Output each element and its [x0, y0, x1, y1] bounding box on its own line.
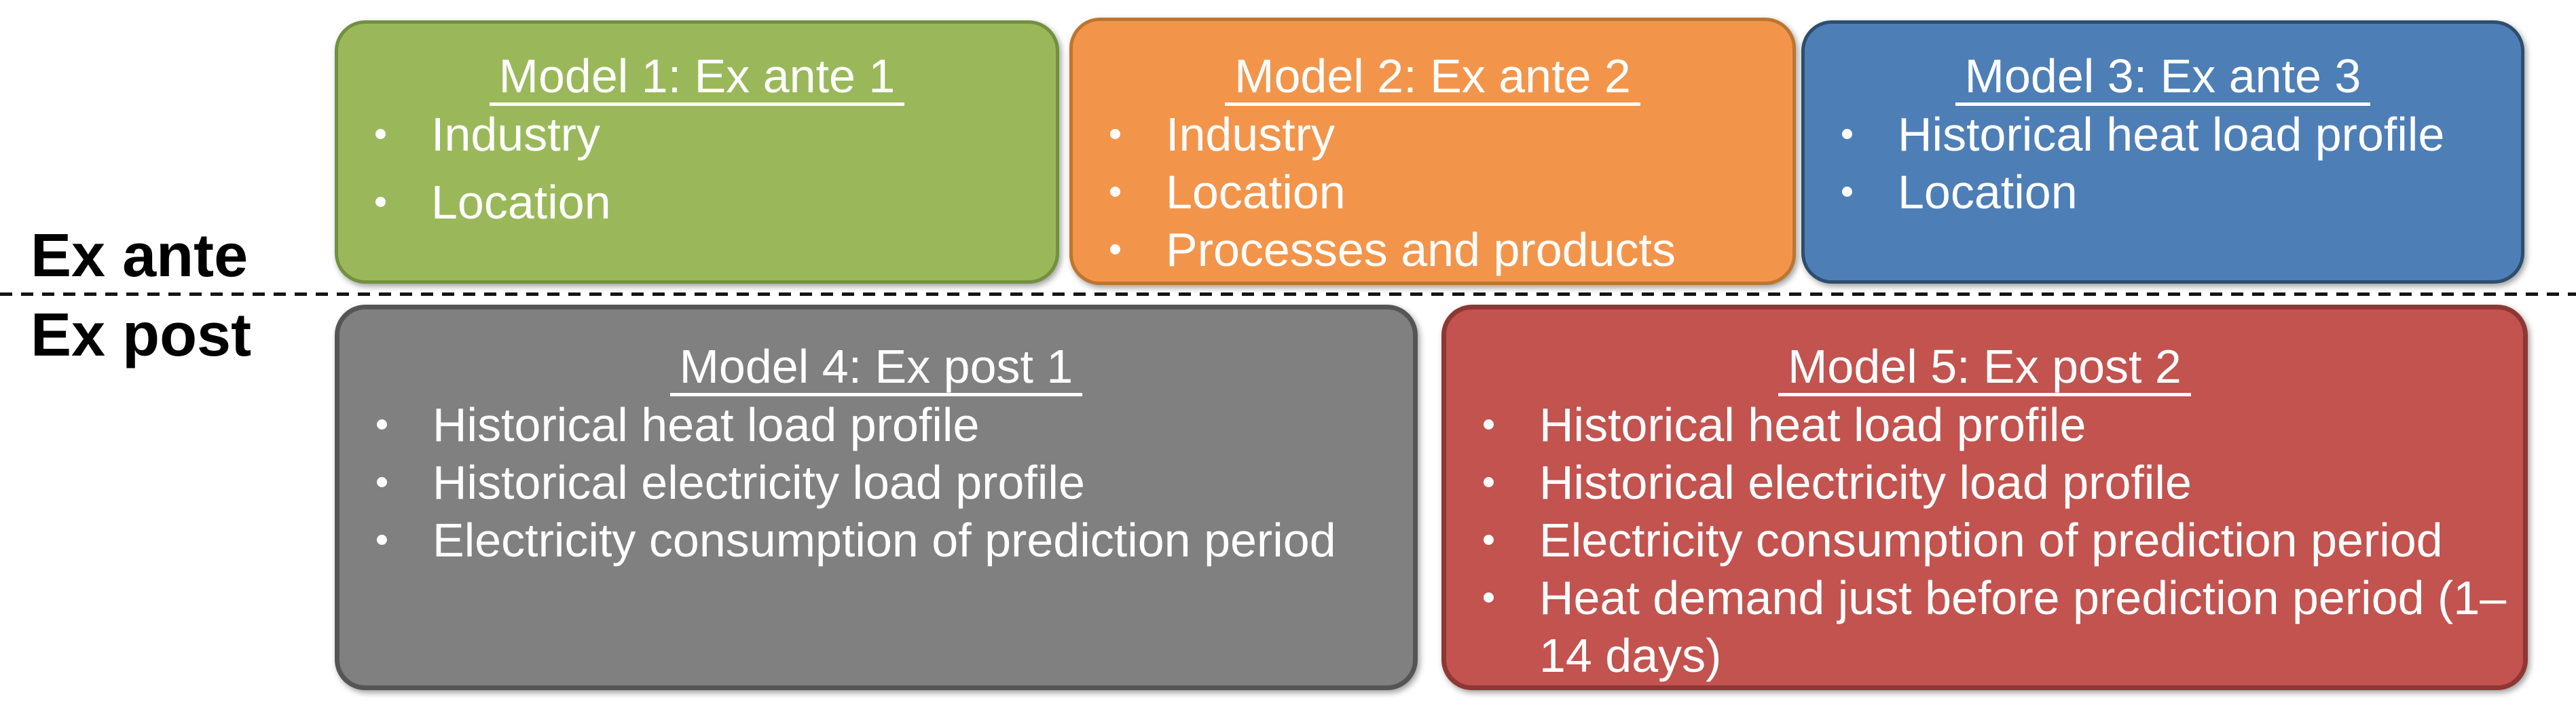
bullet-item: Industry [1073, 106, 1792, 164]
bullet-item: Location [1073, 164, 1792, 221]
bullet-item: Historical electricity load profile [1446, 454, 2523, 512]
model-4-ex-post-1-box: Model 4: Ex post 1 Historical heat load … [335, 305, 1418, 690]
model-3-title: Model 3: Ex ante 3 [1805, 48, 2521, 106]
model-1-title-text: Model 1: Ex ante 1 [489, 50, 905, 106]
model-4-title-text: Model 4: Ex post 1 [669, 341, 1083, 396]
bullet-item: Electricity consumption of prediction pe… [339, 512, 1413, 569]
model-1-title: Model 1: Ex ante 1 [338, 48, 1056, 106]
bullet-item: Location [338, 174, 1056, 231]
model-3-title-text: Model 3: Ex ante 3 [1955, 50, 2371, 106]
bullet-item: Historical electricity load profile [339, 454, 1413, 512]
model-4-title: Model 4: Ex post 1 [339, 338, 1413, 396]
bullet-item: Electricity consumption of prediction pe… [1446, 512, 2523, 569]
bullet-item: Historical heat load profile [1805, 106, 2521, 164]
bullet-item: Heat demand just before prediction perio… [1446, 569, 2523, 685]
bullet-item: Industry [338, 106, 1056, 164]
model-3-ex-ante-3-box: Model 3: Ex ante 3 Historical heat load … [1801, 20, 2524, 284]
bullet-item: Processes and products [1073, 221, 1792, 279]
model-2-title-text: Model 2: Ex ante 2 [1225, 50, 1640, 106]
model-5-title: Model 5: Ex post 2 [1446, 338, 2523, 396]
bullet-item: Historical heat load profile [339, 396, 1413, 454]
bullet-item: Historical heat load profile [1446, 396, 2523, 454]
row-label-ex-post: Ex post [31, 301, 252, 369]
bullet-item: Location [1805, 164, 2521, 221]
row-label-ex-ante: Ex ante [31, 222, 249, 290]
model-5-title-text: Model 5: Ex post 2 [1778, 341, 2191, 396]
model-2-title: Model 2: Ex ante 2 [1073, 48, 1792, 106]
model-5-ex-post-2-box: Model 5: Ex post 2 Historical heat load … [1441, 305, 2528, 690]
ex-ante-ex-post-divider-dashed-line [0, 292, 2576, 296]
